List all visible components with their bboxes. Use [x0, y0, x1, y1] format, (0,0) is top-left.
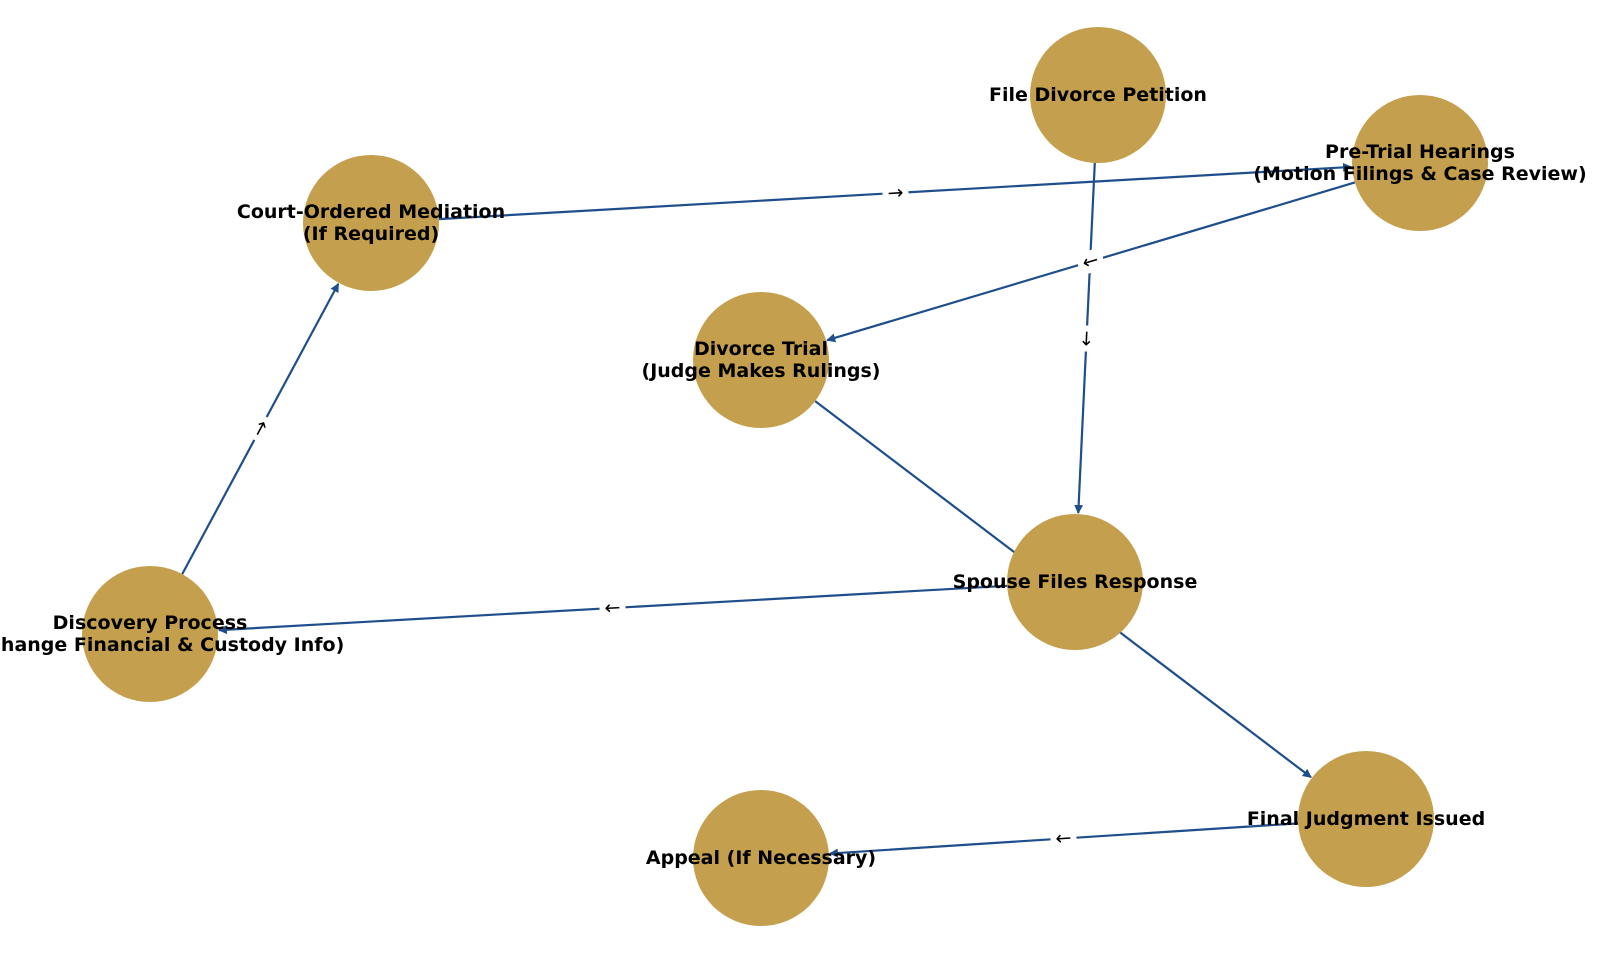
node-label-file: File Divorce Petition: [989, 84, 1207, 106]
edge-label-group-2: →: [244, 411, 277, 446]
node-label-pretrial: Pre-Trial Hearings(Motion Filings & Case…: [1253, 141, 1586, 185]
node-label-line: Pre-Trial Hearings: [1325, 141, 1515, 163]
node-mediation: [303, 155, 439, 291]
node-appeal: [693, 790, 829, 926]
node-file: [1030, 27, 1166, 163]
node-label-line: (Motion Filings & Case Review): [1253, 163, 1586, 185]
node-label-spouse: Spouse Files Response: [953, 571, 1198, 593]
node-label-line: File Divorce Petition: [989, 84, 1207, 106]
node-trial: [693, 292, 829, 428]
node-label-line: (Judge Makes Rulings): [642, 360, 881, 382]
node-label-discovery: Discovery Process(Exchange Financial & C…: [0, 612, 344, 656]
node-label-trial: Divorce Trial(Judge Makes Rulings): [642, 338, 881, 382]
edge-label-background: [1074, 247, 1107, 276]
edge-label-group-6: →: [1049, 826, 1078, 851]
node-label-judgment: Final Judgment Issued: [1247, 808, 1485, 830]
node-label-line: (Exchange Financial & Custody Info): [0, 634, 344, 656]
edge-label-background: [1049, 826, 1078, 851]
edge-label: →: [1075, 330, 1098, 347]
node-label-line: Discovery Process: [53, 612, 248, 634]
node-discovery: [82, 566, 218, 702]
node-pretrial: [1352, 95, 1488, 231]
edge-label-group-0: →: [1074, 324, 1099, 353]
node-label-line: Spouse Files Response: [953, 571, 1198, 593]
node-label-line: Court-Ordered Mediation: [237, 201, 505, 223]
nodes-layer: [82, 27, 1488, 926]
edge-label-background: [244, 411, 277, 446]
node-label-line: Final Judgment Issued: [1247, 808, 1485, 830]
edge-label-background: [1074, 324, 1099, 353]
edge-label-background: [881, 181, 910, 205]
node-label-line: Appeal (If Necessary): [646, 847, 876, 869]
edge-label: →: [887, 182, 904, 205]
edge-label-group-3: →: [881, 181, 910, 205]
node-judgment: [1298, 751, 1434, 887]
edge-label: →: [604, 597, 621, 620]
node-label-mediation: Court-Ordered Mediation(If Required): [237, 201, 505, 245]
edge-label: →: [1055, 827, 1072, 850]
edge-labels-layer: → → → → → →: [244, 181, 1107, 851]
node-spouse: [1007, 514, 1143, 650]
edge-label-group-4: →: [1074, 247, 1107, 276]
node-label-appeal: Appeal (If Necessary): [646, 847, 876, 869]
edge-label: →: [1080, 249, 1102, 275]
node-label-line: (If Required): [303, 223, 439, 245]
edge-label-group-1: →: [598, 596, 627, 620]
edge-label-background: [598, 596, 627, 620]
node-label-line: Divorce Trial: [694, 338, 828, 360]
